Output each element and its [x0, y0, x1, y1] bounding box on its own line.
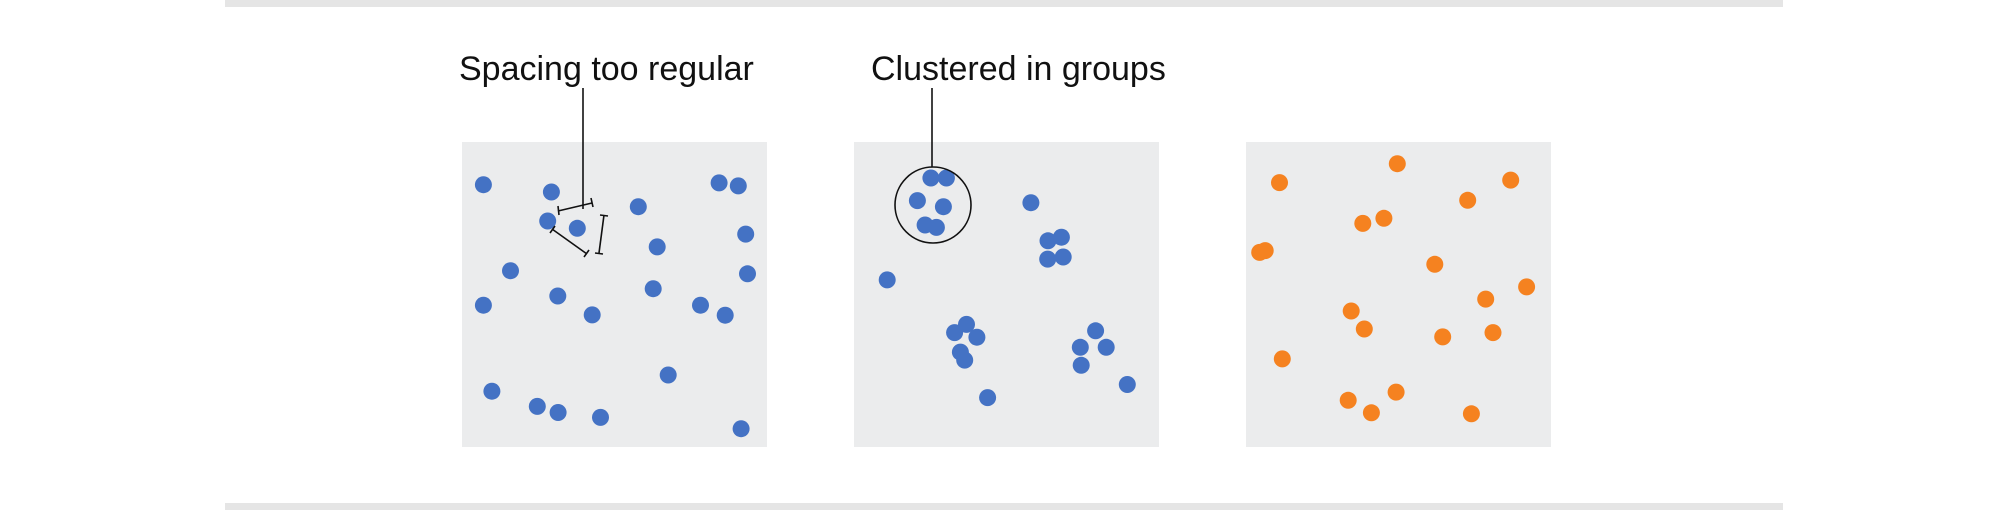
point-random-15: [1273, 350, 1291, 368]
point-regular-6: [737, 225, 755, 243]
spacing-measure-triangle: [549, 197, 609, 258]
point-random-9: [1477, 290, 1495, 308]
point-regular-22: [528, 397, 546, 415]
point-clustered-8: [1052, 228, 1070, 246]
point-random-0: [1388, 155, 1406, 173]
point-regular-12: [502, 262, 519, 280]
point-random-14: [1251, 243, 1269, 261]
point-regular-1: [542, 183, 560, 201]
point-regular-9: [716, 306, 734, 324]
point-clustered-2: [908, 192, 926, 210]
point-clustered-15: [968, 328, 986, 346]
point-regular-5: [648, 238, 666, 256]
bottom-rule: [225, 503, 1783, 510]
point-regular-0: [474, 176, 492, 194]
panel-regular-dots: [474, 174, 756, 438]
panel-random-background: [1246, 142, 1551, 447]
cluster-annotation-label: Clustered in groups: [871, 50, 1166, 88]
point-random-11: [1355, 320, 1373, 338]
point-random-19: [1362, 404, 1380, 422]
point-clustered-17: [1087, 322, 1105, 340]
point-clustered-20: [1072, 356, 1090, 374]
point-clustered-13: [946, 324, 964, 342]
point-clustered-10: [1054, 248, 1072, 266]
point-clustered-12: [958, 315, 975, 333]
point-random-7: [1426, 255, 1444, 273]
point-random-3: [1459, 191, 1477, 209]
point-regular-8: [583, 306, 601, 324]
point-clustered-16: [956, 351, 974, 369]
point-random-8: [1518, 278, 1536, 296]
point-clustered-18: [1071, 338, 1089, 356]
point-clustered-11: [878, 271, 896, 289]
panel-regular-background: [462, 142, 767, 447]
point-random-18: [1462, 405, 1480, 423]
point-regular-3: [710, 174, 728, 192]
point-random-10: [1342, 302, 1360, 320]
point-random-2: [1271, 174, 1288, 192]
point-random-13: [1484, 324, 1502, 342]
point-regular-15: [539, 212, 557, 230]
panel-regular: Spacing too regular: [459, 50, 767, 447]
point-random-5: [1375, 209, 1393, 227]
point-regular-19: [592, 408, 609, 426]
point-regular-14: [739, 265, 756, 283]
point-random-4: [1354, 214, 1372, 232]
point-regular-17: [659, 366, 677, 384]
point-regular-16: [729, 177, 747, 195]
point-clustered-3: [934, 198, 952, 216]
panel-clustered: Clustered in groups: [854, 50, 1166, 447]
point-clustered-19: [1097, 338, 1115, 356]
point-clustered-9: [1039, 250, 1057, 268]
panel-clustered-dots: [878, 169, 1136, 407]
point-regular-7: [474, 296, 492, 314]
cluster-highlight-circle: [894, 166, 972, 244]
point-clustered-1: [937, 169, 955, 187]
point-regular-11: [692, 296, 709, 314]
point-clustered-6: [1022, 194, 1040, 212]
point-clustered-0: [922, 169, 940, 187]
point-clustered-22: [979, 389, 997, 407]
point-random-1: [1502, 171, 1520, 189]
spacing-annotation-label: Spacing too regular: [459, 50, 754, 88]
point-random-17: [1387, 383, 1405, 401]
point-clustered-21: [1118, 376, 1136, 393]
point-regular-18: [549, 404, 567, 421]
point-regular-4: [568, 219, 586, 237]
panel-clustered-background: [854, 142, 1159, 447]
point-regular-20: [732, 420, 750, 438]
point-regular-10: [549, 287, 567, 305]
top-rule: [225, 0, 1783, 7]
point-regular-2: [629, 198, 647, 216]
point-random-12: [1434, 328, 1452, 346]
point-clustered-5: [927, 218, 945, 236]
point-clustered-7: [1039, 232, 1057, 250]
point-regular-21: [483, 382, 501, 400]
panel-random: [1246, 142, 1551, 447]
point-regular-13: [644, 280, 662, 298]
panel-random-dots: [1251, 155, 1536, 423]
point-random-16: [1339, 391, 1357, 409]
